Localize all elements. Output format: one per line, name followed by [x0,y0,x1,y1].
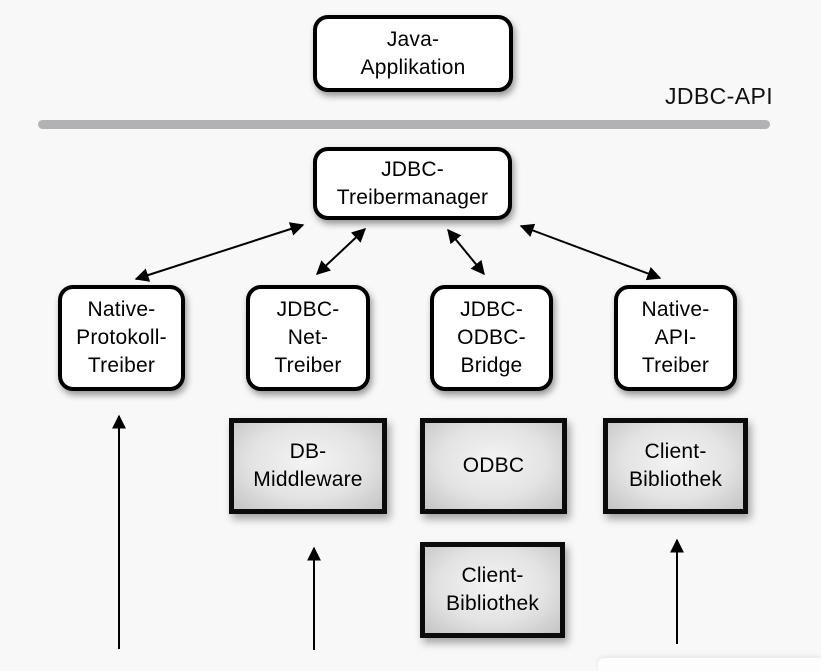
node-jdbc-odbc-bridge-label: JDBC- ODBC- Bridge [457,298,526,377]
node-native-api-treiber-label: Native- API- Treiber [641,298,710,377]
arrow-treibermanager-native-api [519,223,662,281]
node-client-bibliothek-native-api-label: Client- Bibliothek [628,440,723,491]
node-java-application-label: Java- Applikation [360,27,466,79]
jdbc-api-divider-line [38,120,770,129]
node-jdbc-odbc-bridge: JDBC- ODBC- Bridge [430,285,553,391]
node-client-bibliothek-odbc-label: Client- Bibliothek [445,564,540,615]
node-db-middleware: DB- Middleware [229,418,387,514]
node-jdbc-net-treiber-label: JDBC- Net- Treiber [274,298,342,377]
node-db-middleware-label: DB- Middleware [253,440,363,491]
jdbc-api-label: JDBC-API [665,83,773,109]
node-native-api-treiber: Native- API- Treiber [614,285,737,391]
arrow-treibermanager-native-protokoll [134,222,305,282]
node-client-bibliothek-native-api: Client- Bibliothek [603,418,748,514]
node-native-protokoll-treiber-label: Native- Protokoll- Treiber [76,298,167,377]
node-odbc: ODBC [420,418,567,514]
node-native-protokoll-treiber: Native- Protokoll- Treiber [58,285,185,391]
node-jdbc-treibermanager-label: JDBC- Treibermanager [336,157,489,209]
node-jdbc-net-treiber: JDBC- Net- Treiber [246,285,370,391]
node-java-application: Java- Applikation [313,15,513,92]
node-odbc-label: ODBC [462,454,525,478]
cutoff-box-bottom-right [598,658,821,671]
node-client-bibliothek-odbc: Client- Bibliothek [420,542,565,638]
node-jdbc-treibermanager: JDBC- Treibermanager [313,147,512,220]
arrow-treibermanager-jdbc-odbc [447,228,485,276]
arrow-treibermanager-jdbc-net [315,228,367,275]
